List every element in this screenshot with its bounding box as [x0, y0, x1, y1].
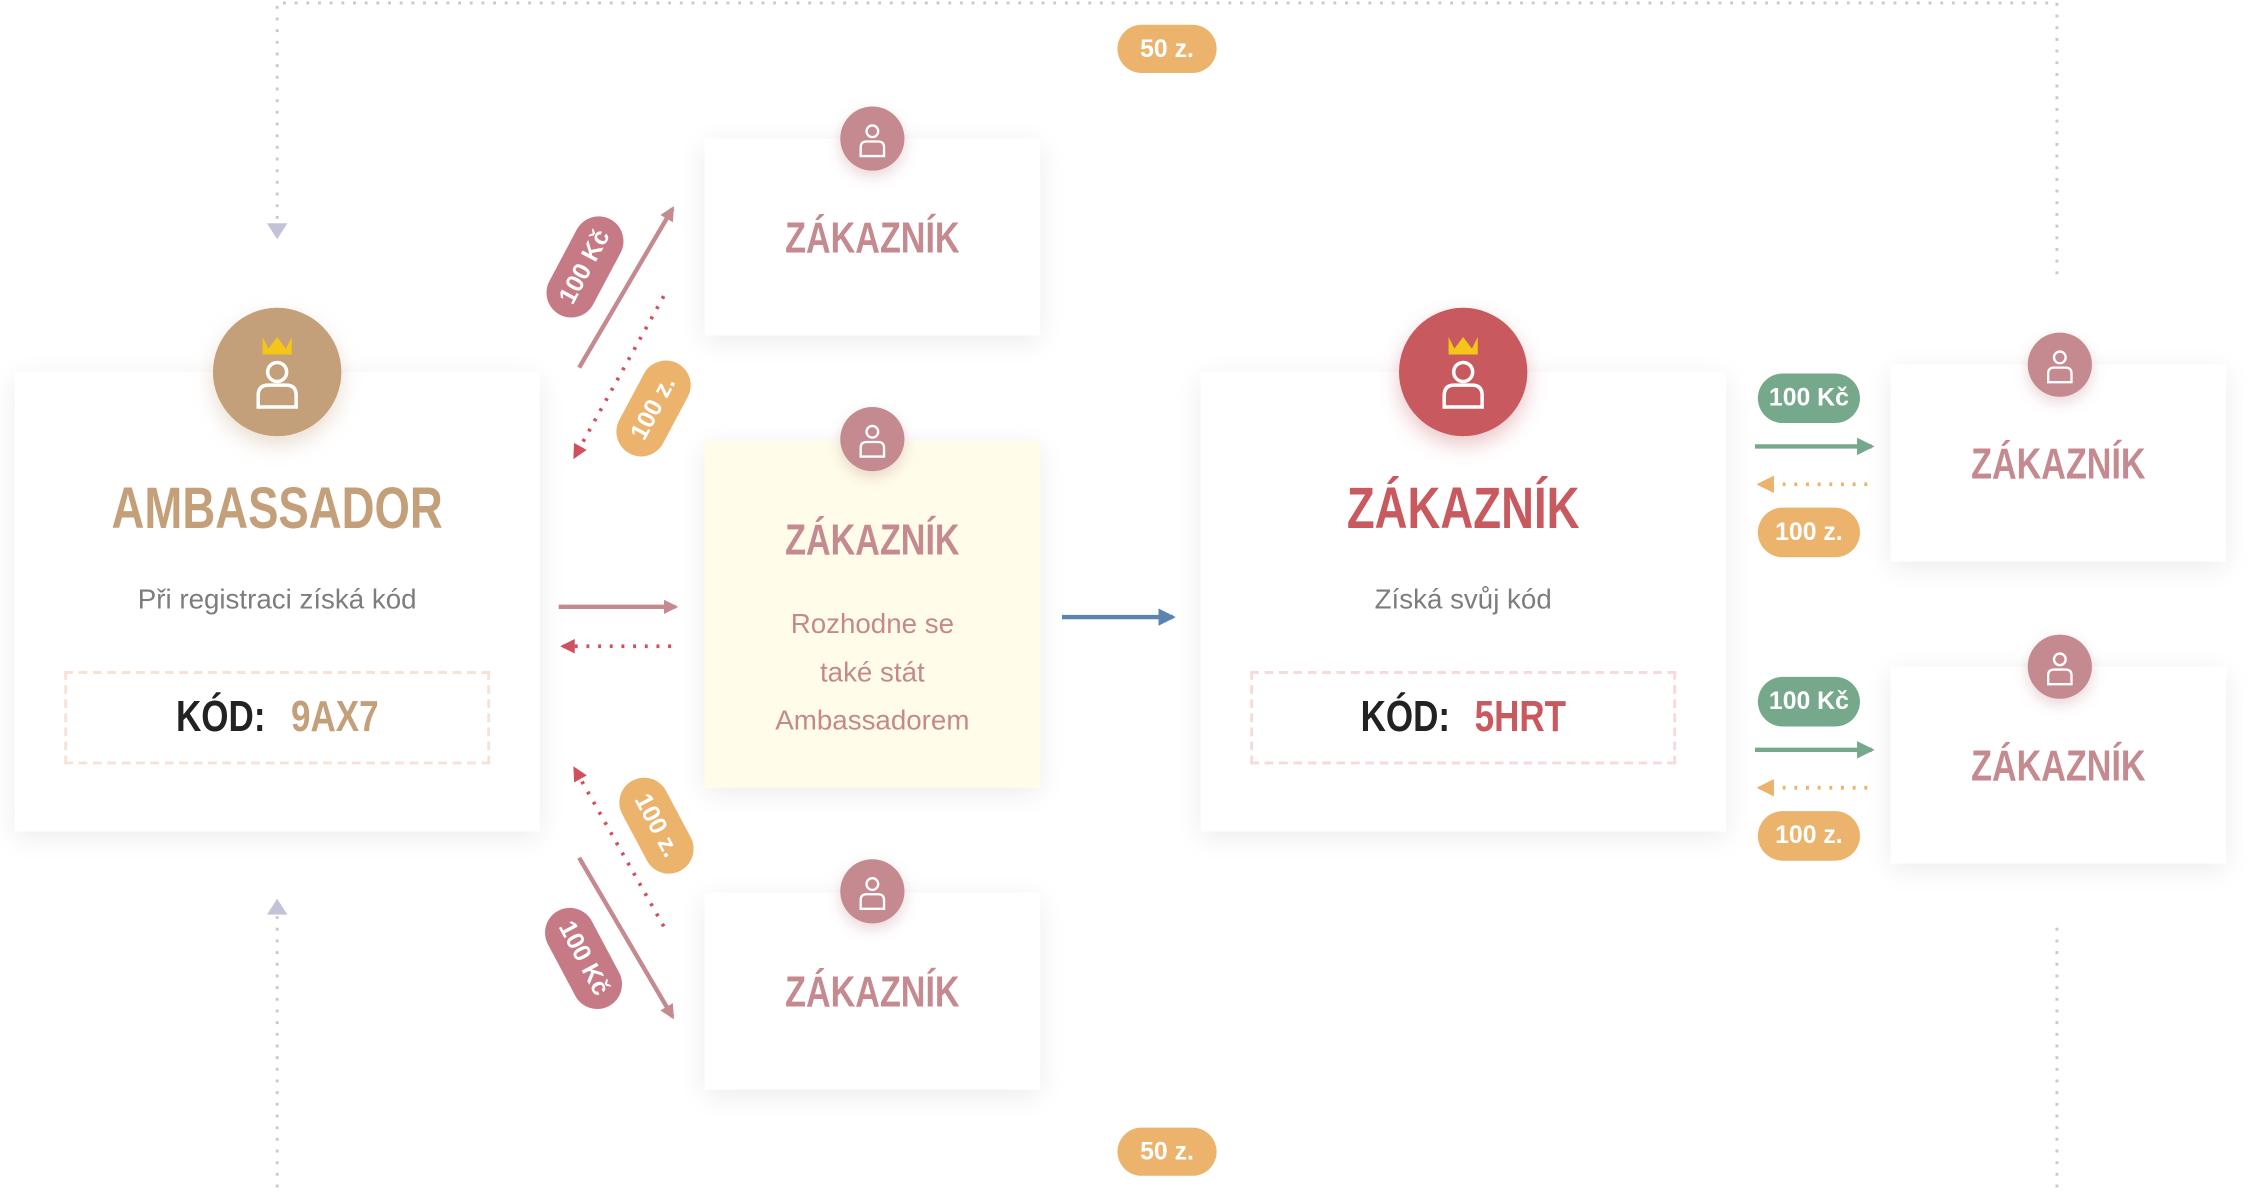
user-icon [859, 424, 886, 458]
customer-avatar-top [840, 106, 905, 171]
user-icon [2046, 350, 2073, 384]
code-label: KÓD: [176, 692, 266, 742]
customer-avatar-bottom [840, 859, 905, 924]
description-line: Rozhodne se [790, 609, 955, 641]
customer-card-bottom: ZÁKAZNÍK [704, 892, 1041, 1090]
customer-avatar-center [840, 407, 905, 472]
new-ambassador-card: ZÁKAZNÍK Získá svůj kód KÓD: 5HRT [1200, 371, 1726, 832]
customer-description: Rozhodne se také stát Ambassadorem [705, 601, 1041, 745]
customer-title: ZÁKAZNÍK [1971, 440, 2146, 489]
new-ambassador-title: ZÁKAZNÍK [1346, 477, 1580, 542]
reward-pill-right-bottom: 100 z. [1757, 811, 1860, 861]
customer-card-center: ZÁKAZNÍK Rozhodne se také stát Ambassado… [704, 440, 1041, 788]
ambassador-subtitle: Při registraci získá kód [137, 584, 417, 616]
customer-card-right-top: ZÁKAZNÍK [1890, 364, 2227, 562]
ambassador-title: AMBASSADOR [111, 477, 443, 542]
ambassador-code-box: KÓD: 9AX7 [64, 671, 491, 765]
customer-card-right-bottom: ZÁKAZNÍK [1890, 666, 2227, 864]
code-value: 5HRT [1474, 692, 1567, 742]
discount-pill-right-bottom: 100 Kč [1757, 676, 1860, 727]
reward-pill-right-top: 100 z. [1757, 507, 1860, 558]
arrow-left-top-dotted [573, 295, 666, 460]
user-icon [2046, 652, 2073, 686]
commission-loop-top [275, 1, 2059, 278]
customer-card-top: ZÁKAZNÍK [704, 138, 1041, 336]
ambassador-card: AMBASSADOR Při registraci získá kód KÓD:… [14, 371, 540, 832]
user-with-crown-icon [1442, 336, 1484, 409]
ambassador-avatar [212, 307, 342, 437]
commission-pill-bottom: 50 z. [1117, 1127, 1217, 1176]
customer-avatar-right-top [2027, 332, 2092, 397]
code-label: KÓD: [1359, 692, 1450, 742]
code-value: 9AX7 [290, 692, 379, 742]
new-ambassador-subtitle: Získá svůj kód [1374, 584, 1552, 616]
user-with-crown-icon [256, 336, 298, 409]
new-ambassador-avatar [1398, 307, 1528, 437]
customer-title: ZÁKAZNÍK [785, 214, 960, 263]
loop-arrow-up [266, 898, 288, 915]
customer-title: ZÁKAZNÍK [785, 968, 960, 1017]
new-ambassador-code-box: KÓD: 5HRT [1250, 671, 1677, 765]
customer-title: ZÁKAZNÍK [785, 516, 960, 565]
user-icon [859, 877, 886, 910]
commission-pill-top: 50 z. [1117, 24, 1217, 73]
description-line: také stát [819, 657, 925, 689]
description-line: Ambassadorem [775, 706, 970, 737]
arrow-left-bottom-solid [577, 856, 675, 1020]
arrow-left-top-solid [577, 206, 675, 369]
user-icon [859, 124, 886, 158]
commission-loop-bottom [275, 916, 2059, 1192]
customer-title: ZÁKAZNÍK [1971, 742, 2146, 791]
loop-arrow-down [266, 223, 288, 240]
discount-pill-right-top: 100 Kč [1757, 373, 1860, 424]
customer-avatar-right-bottom [2027, 634, 2092, 699]
